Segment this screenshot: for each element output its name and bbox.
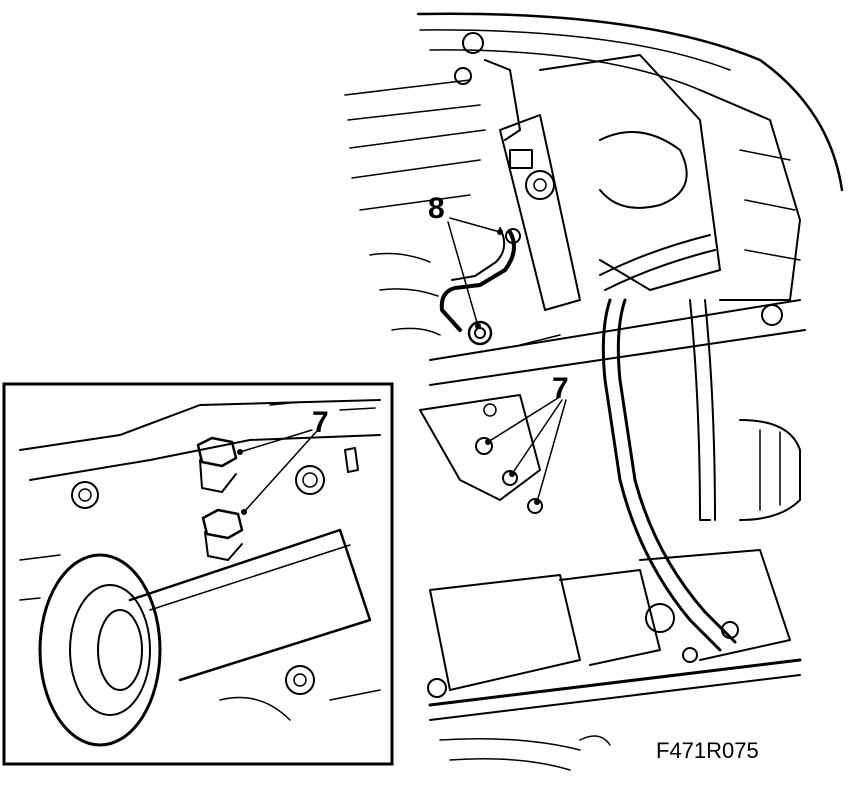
inset-view: 7 — [2, 382, 394, 766]
callout-8: 8 — [428, 192, 445, 225]
leader-lines-main — [447, 217, 567, 505]
inset-frame — [2, 382, 394, 766]
callout-7-main: 7 — [552, 372, 569, 405]
main-view: 8 7 — [344, 12, 844, 771]
figure-reference: F471R075 — [656, 738, 759, 763]
leader-lines-inset — [237, 429, 317, 515]
callout-7-inset: 7 — [312, 406, 329, 439]
